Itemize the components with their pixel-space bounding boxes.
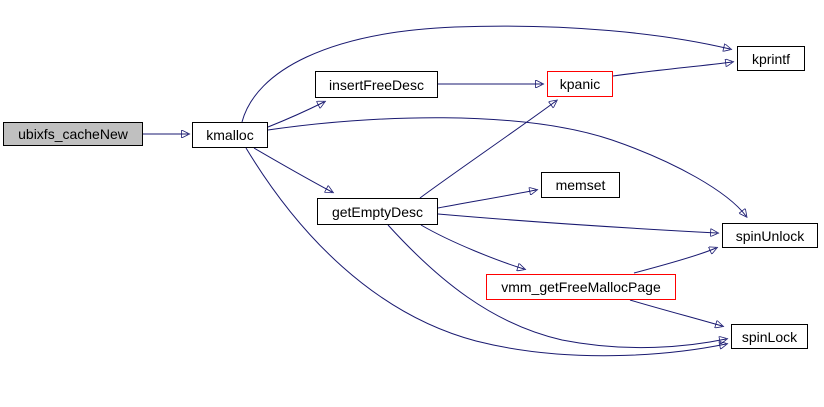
edge-kmalloc-spinUnlock <box>267 117 746 216</box>
node-getEmptyDesc[interactable]: getEmptyDesc <box>317 198 438 225</box>
node-label: vmm_getFreeMallocPage <box>501 279 661 295</box>
node-label: kpanic <box>559 76 601 92</box>
node-label: spinUnlock <box>735 227 805 244</box>
node-label: getEmptyDesc <box>331 203 424 220</box>
node-memset[interactable]: memset <box>541 172 620 198</box>
edge-getEmptyDesc-vmm_getFreeMallocPage <box>420 224 524 269</box>
node-label: kmalloc <box>206 127 254 143</box>
node-label: ubixfs_cacheNew <box>18 126 128 142</box>
node-ubixfs_cacheNew[interactable]: ubixfs_cacheNew <box>3 122 143 146</box>
node-label: spinLock <box>741 328 798 345</box>
edge-kmalloc-kprintf <box>241 25 730 123</box>
edge-getEmptyDesc-memset <box>437 190 536 209</box>
edge-kmalloc-insertFreeDesc <box>267 102 324 128</box>
node-vmm_getFreeMallocPage[interactable]: vmm_getFreeMallocPage <box>486 274 676 300</box>
node-label: kprintf <box>751 50 791 67</box>
node-kpanic[interactable]: kpanic <box>547 71 613 97</box>
edge-kpanic-kprintf <box>612 62 732 77</box>
node-kmalloc[interactable]: kmalloc <box>192 122 268 148</box>
edge-vmm_getFreeMallocPage-spinUnlock <box>633 248 716 274</box>
edge-getEmptyDesc-kpanic <box>419 101 556 199</box>
node-kprintf[interactable]: kprintf <box>737 46 805 71</box>
node-label: memset <box>555 177 606 193</box>
node-spinUnlock[interactable]: spinUnlock <box>722 223 818 248</box>
edge-kmalloc-spinLock <box>245 147 726 357</box>
edge-kmalloc-getEmptyDesc <box>253 147 332 192</box>
node-insertFreeDesc[interactable]: insertFreeDesc <box>315 71 438 98</box>
node-label: insertFreeDesc <box>329 76 424 93</box>
edge-vmm_getFreeMallocPage-spinLock <box>629 299 722 326</box>
edge-getEmptyDesc-spinUnlock <box>437 213 717 233</box>
edge-getEmptyDesc-spinLock <box>387 224 726 349</box>
node-spinLock[interactable]: spinLock <box>731 324 808 349</box>
